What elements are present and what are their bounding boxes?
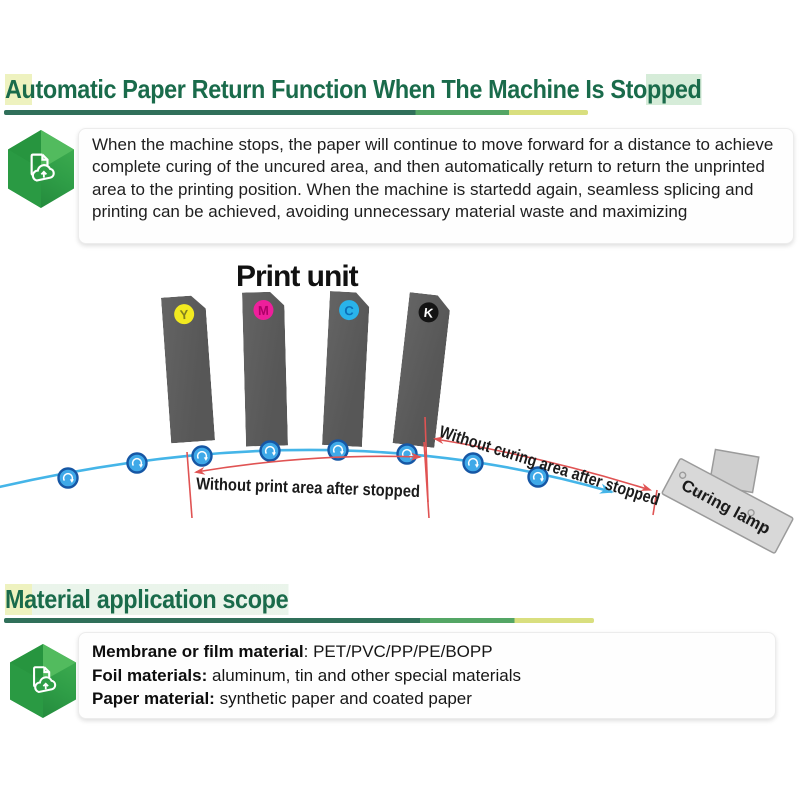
section1-heading: Automatic Paper Return Function When The… — [5, 74, 702, 105]
measure-arrowhead — [433, 436, 445, 445]
screw-hole — [678, 471, 687, 479]
material-value: synthetic paper and coated paper — [214, 689, 472, 708]
section2-heading: Material application scope — [5, 584, 289, 615]
section1-underline — [4, 110, 588, 115]
rollers-group — [57, 439, 549, 489]
measure-arrowhead — [640, 483, 652, 491]
description-card: When the machine stops, the paper will c… — [78, 128, 794, 244]
material-row: Foil materials: aluminum, tin and other … — [92, 664, 775, 688]
section2-underline — [4, 618, 594, 623]
measure-arrowhead — [410, 452, 422, 461]
material-row: Paper material: synthetic paper and coat… — [92, 687, 775, 711]
roller-icon — [126, 452, 148, 474]
print-area-label: Without print area after stopped — [196, 474, 421, 501]
material-scope-card: Membrane or film material: PET/PVC/PP/PE… — [78, 632, 776, 719]
measure-arrowhead — [194, 466, 206, 475]
roller-icon — [527, 466, 549, 488]
roller-icon — [191, 445, 213, 467]
roller-icon — [57, 467, 79, 489]
paper-direction-arrow — [599, 483, 614, 494]
material-row: Membrane or film material: PET/PVC/PP/PE… — [92, 640, 775, 664]
curing-area-measure — [424, 416, 658, 516]
document-upload-icon — [10, 644, 76, 718]
curing-lamp-body — [661, 458, 794, 554]
description-text: When the machine stops, the paper will c… — [92, 135, 774, 221]
material-label: Membrane or film material — [92, 642, 304, 661]
material-list: Membrane or film material: PET/PVC/PP/PE… — [79, 633, 775, 711]
roller-icon — [462, 452, 484, 474]
material-value: aluminum, tin and other special material… — [207, 665, 521, 685]
roller-icon — [259, 440, 281, 462]
screw-hole — [747, 509, 755, 517]
material-label: Foil materials: — [92, 665, 208, 685]
diagram-annotations: Without print area after stopped Without… — [0, 416, 794, 554]
screw-hole — [692, 488, 700, 497]
paper-return-badge-icon — [8, 130, 74, 208]
document-upload-icon — [8, 130, 74, 208]
material-label: Paper material: — [92, 689, 215, 708]
screw-hole — [761, 525, 769, 533]
print-unit-label: Print unit — [236, 260, 359, 293]
paper-return-diagram: Print unit Y M C K Without print area af… — [0, 250, 800, 580]
material-scope-badge-icon — [10, 644, 76, 718]
roller-icon — [327, 439, 349, 461]
material-value: : PET/PVC/PP/PE/BOPP — [303, 642, 493, 661]
